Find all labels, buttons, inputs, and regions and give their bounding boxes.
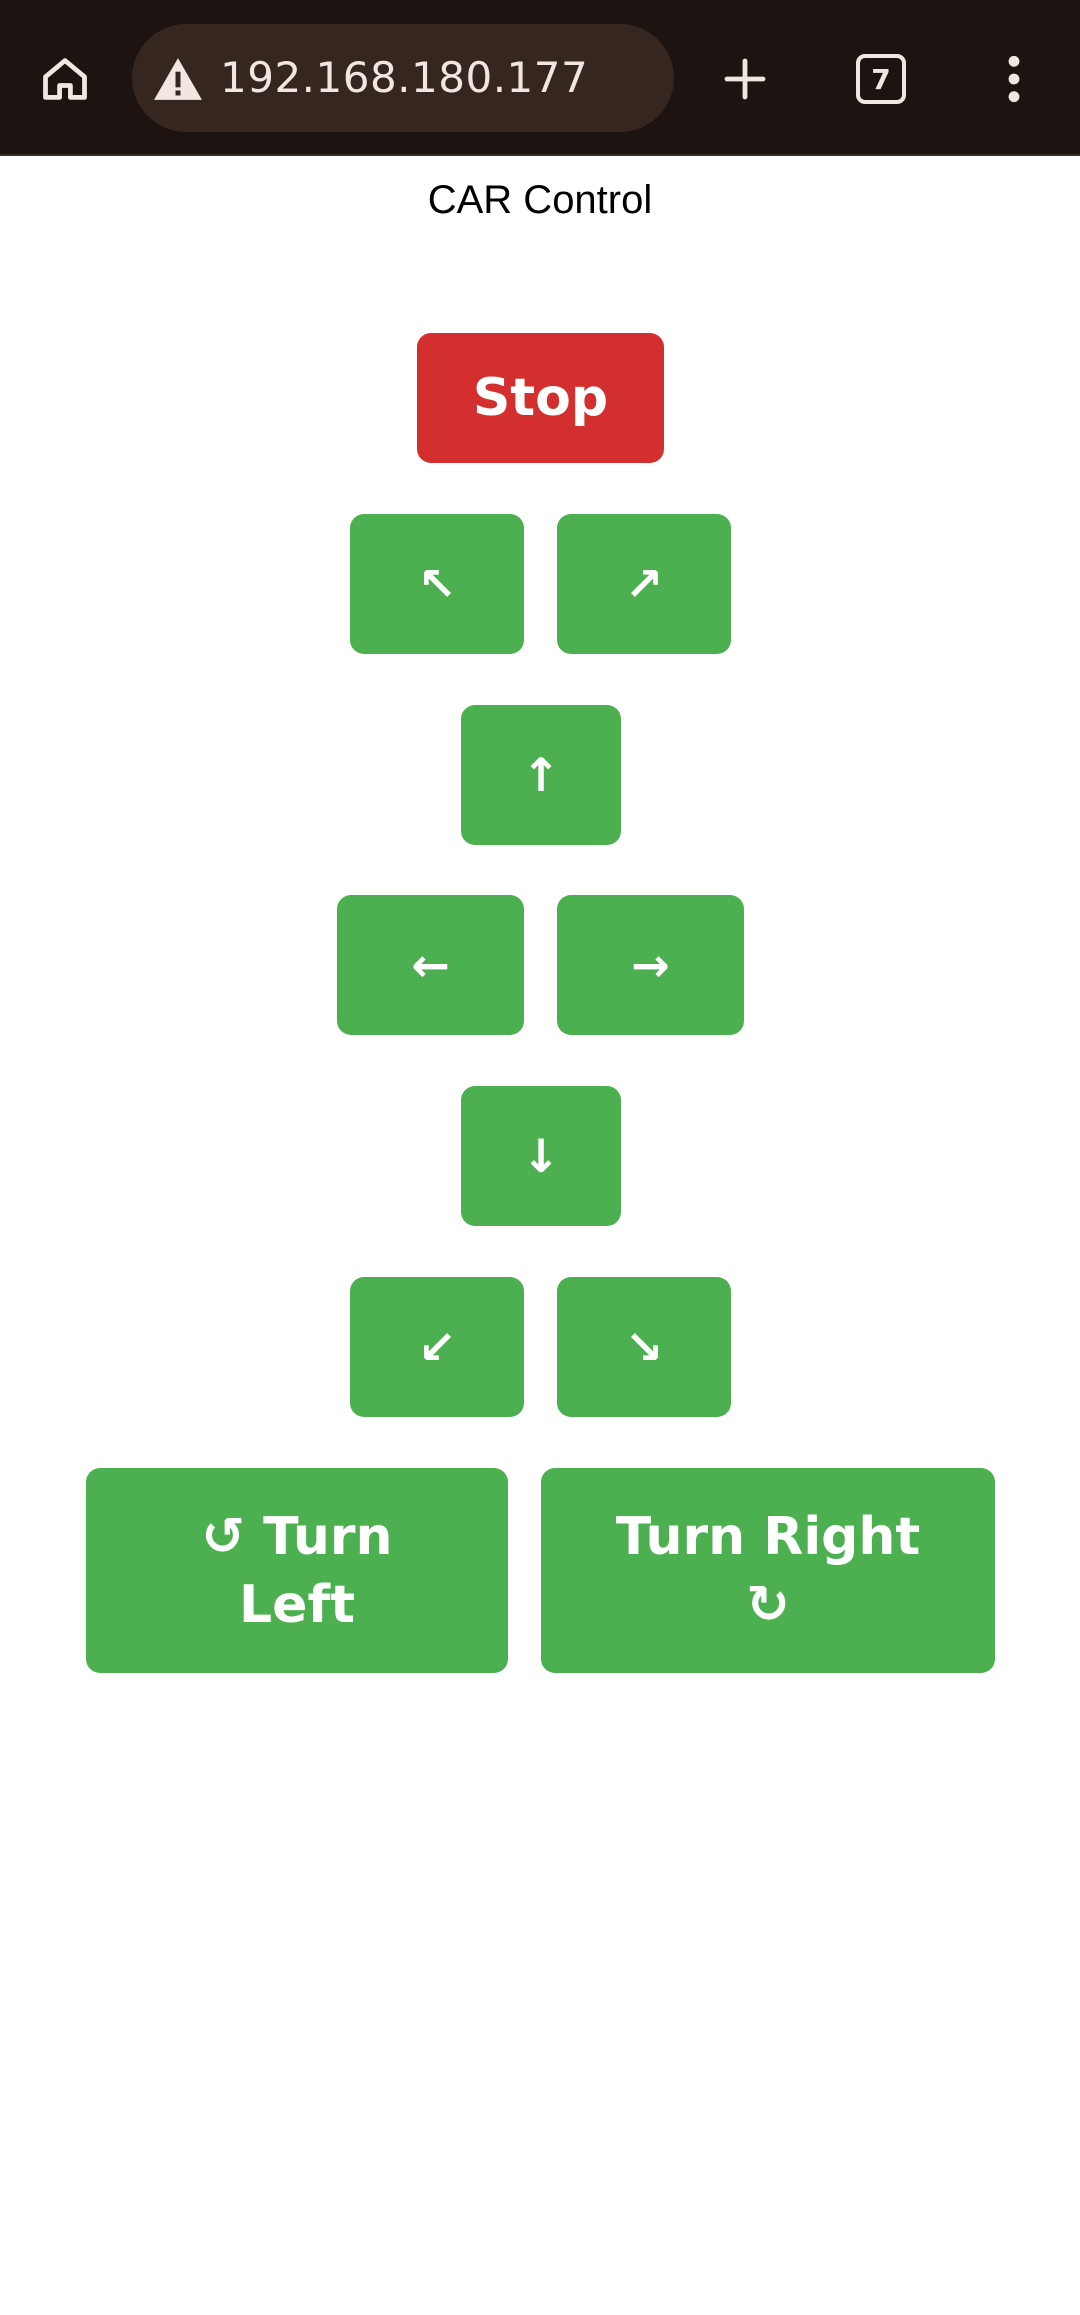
turn-left-button[interactable]: ↺ Turn Left [86, 1468, 508, 1673]
more-vert-icon[interactable] [994, 50, 1034, 108]
left-button[interactable]: ← [337, 895, 524, 1035]
turn-right-button[interactable]: Turn Right ↻ [541, 1468, 995, 1673]
backward-left-button[interactable]: ↙ [350, 1277, 524, 1417]
tab-count: 7 [871, 62, 891, 96]
address-bar[interactable]: 192.168.180.177 [132, 24, 674, 132]
rotate-left-icon: ↺ [201, 1506, 245, 1567]
turn-right-label: Turn Right [615, 1506, 921, 1567]
browser-toolbar: 192.168.180.177 7 [0, 0, 1080, 156]
plus-icon[interactable] [714, 44, 776, 114]
turn-left-line1: ↺ Turn [201, 1503, 392, 1571]
turn-left-word1: Turn [263, 1506, 393, 1567]
stop-button[interactable]: Stop [417, 333, 664, 463]
turn-left-word2: Left [239, 1574, 355, 1635]
warning-triangle-icon[interactable] [150, 51, 206, 107]
rotate-right-icon: ↻ [746, 1574, 790, 1635]
forward-left-button[interactable]: ↖ [350, 514, 524, 654]
tab-switcher-icon[interactable]: 7 [856, 54, 906, 104]
forward-right-button[interactable]: ↗ [557, 514, 731, 654]
forward-button[interactable]: ↑ [461, 705, 621, 845]
url-text[interactable]: 192.168.180.177 [220, 53, 589, 102]
backward-right-button[interactable]: ↘ [557, 1277, 731, 1417]
page-title: CAR Control [427, 178, 653, 222]
home-icon[interactable] [30, 46, 100, 112]
right-button[interactable]: → [557, 895, 744, 1035]
backward-button[interactable]: ↓ [461, 1086, 621, 1226]
